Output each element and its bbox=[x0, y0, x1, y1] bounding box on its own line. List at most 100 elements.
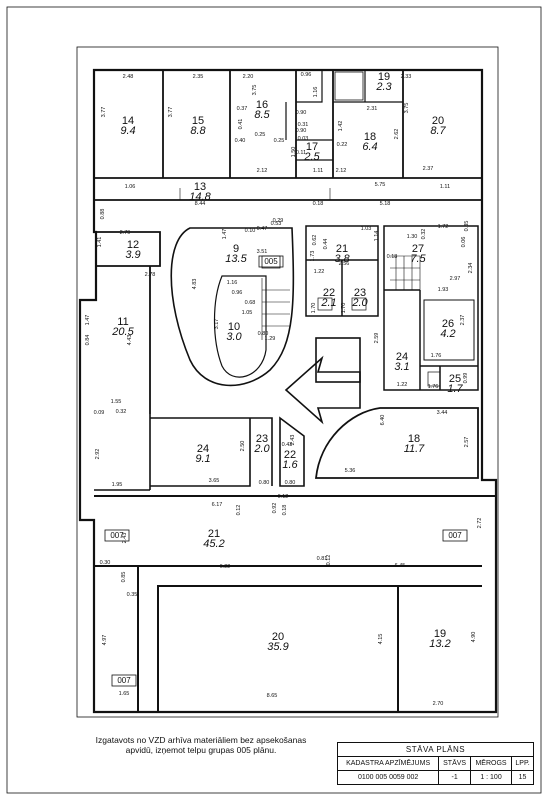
dimension-label: 0.03 bbox=[298, 136, 309, 142]
room-number: 9 bbox=[233, 243, 239, 255]
dimension-label: 0.43 bbox=[282, 442, 293, 448]
dimension-label: 0.30 bbox=[100, 560, 111, 566]
stamp-scale: 1 : 100 bbox=[469, 770, 513, 785]
dimension-label: 3.75 bbox=[252, 85, 258, 96]
dimension-label: 1.70 bbox=[341, 303, 347, 314]
room-number: 20 bbox=[272, 631, 284, 643]
room-area: 3.9 bbox=[125, 249, 140, 261]
room-area: 9.1 bbox=[195, 453, 210, 465]
dimension-label: 0.35 bbox=[464, 221, 470, 232]
dimension-label: 0.96 bbox=[301, 72, 312, 78]
room-labels: 149.4158.8168.5172.5186.4192.3208.71314.… bbox=[111, 71, 463, 653]
dimension-label: 1.50 bbox=[291, 147, 297, 158]
dimension-label: 0.11 bbox=[296, 150, 306, 156]
room-number: 14 bbox=[122, 115, 134, 127]
dimension-label: 1.93 bbox=[438, 287, 449, 293]
dimension-label: 0.06 bbox=[461, 237, 467, 248]
dimension-label: 8.44 bbox=[195, 201, 206, 207]
dimension-label: 0.25 bbox=[274, 138, 285, 144]
room-number: 18 bbox=[364, 131, 376, 143]
room-number: 16 bbox=[256, 99, 268, 111]
dimension-label: 0.62 bbox=[312, 235, 318, 246]
dimension-label: 1.42 bbox=[338, 121, 344, 132]
dimension-label: 0.44 bbox=[323, 239, 329, 250]
room-group-box bbox=[442, 529, 468, 542]
room-number: 19 bbox=[378, 71, 390, 83]
dimension-label: 0.12 bbox=[236, 505, 242, 516]
room-area: 20.5 bbox=[111, 326, 134, 338]
dimension-label: 2.79 bbox=[120, 230, 131, 236]
dimension-label: 2.62 bbox=[394, 129, 400, 140]
dimension-label: 0.18 bbox=[387, 254, 398, 260]
dimension-label: 2.57 bbox=[464, 437, 470, 448]
dimension-label: 2.31 bbox=[367, 106, 378, 112]
dimension-label: 0.12 bbox=[326, 555, 332, 566]
stamp-header-floor: STĀVS bbox=[438, 756, 471, 771]
dimension-label: 3.51 bbox=[257, 249, 268, 255]
dimension-label: 1.76 bbox=[428, 384, 439, 390]
dimension-label: 3.17 bbox=[214, 319, 220, 330]
stamp-cadastre: 0100 005 0059 002 bbox=[336, 770, 440, 785]
room-area: 2.3 bbox=[375, 81, 392, 93]
room-number: 13 bbox=[194, 181, 206, 193]
dimension-label: 0.81 bbox=[317, 556, 328, 562]
dimension-label: 1.73 bbox=[310, 251, 316, 262]
room-area: 14.8 bbox=[189, 191, 211, 203]
room-number: 25 bbox=[449, 373, 461, 385]
dimension-label: 4.83 bbox=[192, 279, 198, 290]
room-number: 20 bbox=[432, 115, 444, 127]
dimension-label: 1.22 bbox=[397, 382, 408, 388]
dimension-label: 8.65 bbox=[267, 693, 278, 699]
room-area: 8.5 bbox=[254, 109, 270, 121]
room-number: 27 bbox=[412, 243, 424, 255]
room-number: 22 bbox=[323, 287, 335, 299]
dimension-label: 0.80 bbox=[259, 480, 270, 486]
room-group-box bbox=[104, 529, 130, 542]
room-number: 18 bbox=[408, 433, 420, 445]
dimension-label: 2.12 bbox=[257, 168, 268, 174]
dimension-label: 2.72 bbox=[477, 518, 483, 529]
room-number: 24 bbox=[396, 351, 408, 363]
stamp-header-page: LPP. bbox=[511, 756, 534, 771]
dimension-label: 1.41 bbox=[97, 237, 103, 248]
dimension-label: 1.06 bbox=[125, 184, 136, 190]
room-area: 4.2 bbox=[440, 328, 455, 340]
room-number: 17 bbox=[306, 141, 318, 153]
dimension-label: 2.43 bbox=[122, 533, 128, 544]
dimension-label: 0.88 bbox=[100, 209, 106, 220]
dimension-label: 0.32 bbox=[116, 409, 127, 415]
dimension-label: 0.99 bbox=[463, 373, 469, 384]
dimension-label: 3.44 bbox=[437, 410, 448, 416]
room-area: 2.0 bbox=[351, 297, 368, 309]
dimension-label: 0.84 bbox=[85, 335, 91, 346]
stamp-floor: -1 bbox=[438, 770, 471, 785]
archive-note: Izgatavots no VZD arhīva materiāliem bez… bbox=[95, 735, 307, 755]
dimension-label: 2.78 bbox=[145, 272, 156, 278]
dimension-label: 6.40 bbox=[380, 415, 386, 426]
dimension-label: 4.15 bbox=[378, 634, 384, 645]
dimension-label: 1.22 bbox=[314, 269, 325, 275]
dimension-label: 2.97 bbox=[450, 276, 461, 282]
dimension-label: 5.36 bbox=[345, 468, 356, 474]
dimension-label: 2.37 bbox=[460, 315, 466, 326]
dimension-label: 1.16 bbox=[313, 87, 319, 98]
room-number: 15 bbox=[192, 115, 204, 127]
dimension-label: 0.41 bbox=[238, 119, 244, 130]
dimension-label: 1.72 bbox=[438, 224, 449, 230]
dimension-label: 0.09 bbox=[94, 410, 105, 416]
room-number: 10 bbox=[228, 321, 240, 333]
dimension-label: 4.97 bbox=[102, 635, 108, 646]
dimension-label: 1.65 bbox=[119, 691, 130, 697]
room-area: 6.4 bbox=[362, 141, 377, 153]
dimension-label: 3.77 bbox=[101, 107, 107, 118]
dimension-label: 2.43 bbox=[290, 435, 296, 446]
dimension-label: 6.45 bbox=[395, 563, 406, 569]
stamp-page: 15 bbox=[511, 770, 534, 785]
dimension-label: 2.92 bbox=[95, 449, 101, 460]
dimension-label: 3.65 bbox=[209, 478, 220, 484]
room-group-label: 005 bbox=[264, 257, 278, 266]
stamp-title: STĀVA PLĀNS bbox=[337, 742, 534, 757]
room-group-box bbox=[111, 674, 137, 687]
walls bbox=[6, 6, 542, 794]
